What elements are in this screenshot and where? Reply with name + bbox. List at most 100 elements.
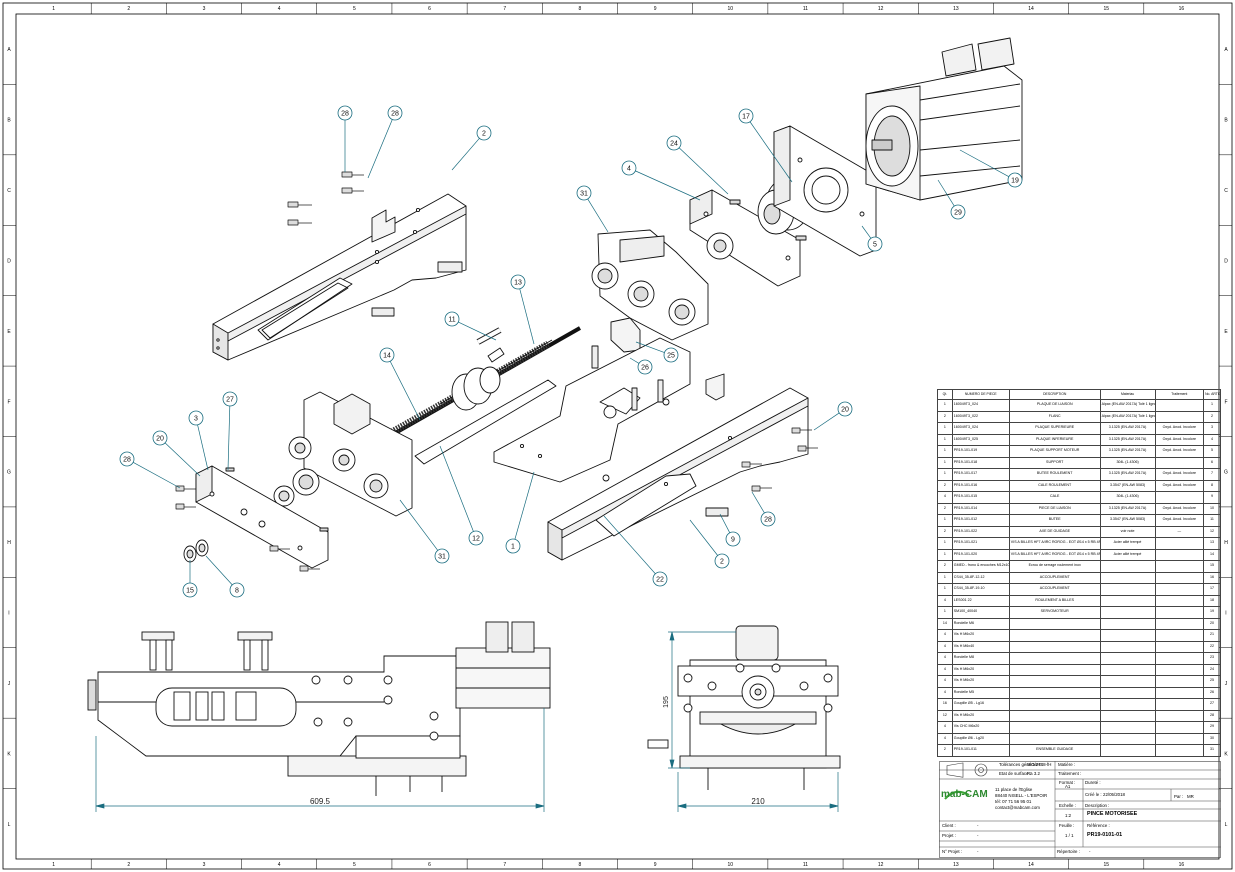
sheet-value: 1 / 1 — [1065, 833, 1074, 838]
zone-column-label: 2 — [127, 862, 130, 868]
row-article-number: 23 — [1203, 652, 1221, 665]
balloon-number: 29 — [954, 210, 962, 217]
row-description — [1008, 675, 1101, 688]
title-block-grid — [939, 761, 1221, 858]
zone-row-label: E — [1224, 329, 1228, 335]
zone-column-label: 3 — [203, 862, 206, 868]
tolerances-label: Tolérances générales : — [999, 762, 1044, 767]
row-material — [1099, 686, 1156, 699]
zone-column-label: 16 — [1179, 862, 1185, 868]
row-material: Acier allié trempé — [1099, 537, 1156, 550]
header-part-number: NUMERO DE PIECE — [951, 389, 1010, 400]
row-treatment — [1154, 686, 1205, 699]
row-description: PLAQUE SUPPORT MOTEUR — [1008, 445, 1101, 458]
row-description: AXE DE GUIDAGE — [1008, 525, 1101, 538]
zone-column-label: 12 — [878, 862, 884, 868]
row-article-number: 15 — [1203, 560, 1221, 573]
row-part-number: 160049T3_024 — [951, 422, 1010, 435]
hardness-label: Dureté : — [1085, 780, 1101, 785]
treatment-label: Traitement : — [1058, 771, 1082, 776]
row-article-number: 3 — [1203, 422, 1221, 435]
row-qty: 2 — [937, 502, 953, 515]
row-part-number: Vis H M6x20 — [951, 629, 1010, 642]
row-article-number: 18 — [1203, 594, 1221, 607]
row-treatment — [1154, 606, 1205, 619]
zone-column-label: 4 — [278, 6, 281, 12]
zone-column-label: 7 — [503, 862, 506, 868]
zone-column-label: 16 — [1179, 6, 1185, 12]
balloon-number: 28 — [391, 111, 399, 118]
client-value: - — [977, 823, 979, 828]
zone-row-label: H — [7, 540, 11, 546]
row-treatment — [1154, 399, 1205, 412]
row-qty: 12 — [937, 709, 953, 722]
zone-column-label: 15 — [1103, 6, 1109, 12]
balloon: 19 — [959, 149, 1023, 188]
project-number-value: - — [977, 849, 979, 854]
zone-row-label: D — [7, 258, 11, 264]
row-material — [1099, 560, 1156, 573]
row-treatment — [1154, 594, 1205, 607]
guide-assembly-upper — [591, 229, 709, 353]
balloon-number: 28 — [123, 457, 131, 464]
row-description — [1008, 640, 1101, 653]
row-qty: 4 — [937, 652, 953, 665]
screws-lower-right — [741, 427, 818, 492]
row-description: CALE ROULEMENT — [1008, 479, 1101, 492]
row-part-number: PR19-101-011 — [951, 744, 1010, 757]
row-material: 3.1325 (EN-AW 2017A) — [1099, 502, 1156, 515]
row-article-number: 29 — [1203, 721, 1221, 734]
zone-column-label: 5 — [353, 6, 356, 12]
row-description: ENSEMBLE GUIDAGE — [1008, 744, 1101, 757]
row-description: ACCOUPLEMENT — [1008, 583, 1101, 596]
row-description: BUTEE — [1008, 514, 1101, 527]
address-line-3: tél: 07 71 56 95 01 — [995, 799, 1032, 804]
sheet-label: Feuille : — [1059, 823, 1075, 828]
balloon-number: 2 — [720, 559, 724, 566]
zone-column-label: 15 — [1103, 862, 1109, 868]
balloon: 25 — [635, 341, 679, 363]
row-part-number: Vis H M6x40 — [951, 640, 1010, 653]
zone-row-label: K — [1224, 751, 1228, 757]
side-height-dimension: 195 — [663, 696, 670, 708]
balloon-number: 14 — [383, 353, 391, 360]
zone-row-label: C — [7, 188, 11, 194]
row-part-number: PR19-101-015 — [951, 491, 1010, 504]
scale-value: 1:2 — [1065, 813, 1072, 818]
row-material — [1099, 744, 1156, 757]
row-part-number: 160049T3_025 — [951, 433, 1010, 446]
zone-column-label: 7 — [503, 6, 506, 12]
address-line-1: 11 place de l'Eglise — [995, 787, 1033, 792]
row-description: BUTEE ROULEMENT — [1008, 468, 1101, 481]
row-part-number: 160049T3_024 — [951, 399, 1010, 412]
row-qty: 1 — [937, 571, 953, 584]
side-width-dimension: 210 — [751, 797, 765, 806]
row-part-number: SM100_40040 — [951, 606, 1010, 619]
zone-column-label: 10 — [728, 862, 734, 868]
zone-column-label: 10 — [728, 6, 734, 12]
side-dimension — [668, 631, 839, 812]
zone-row-label: F — [7, 399, 10, 405]
row-article-number: 16 — [1203, 571, 1221, 584]
row-treatment — [1154, 617, 1205, 630]
balloon: 17 — [738, 108, 793, 183]
row-material — [1099, 617, 1156, 630]
row-qty: 4 — [937, 721, 953, 734]
reference-value: PR19-0101-01 — [1087, 832, 1123, 838]
row-qty: 1 — [937, 445, 953, 458]
balloon-number: 24 — [670, 141, 678, 148]
row-description: VIS A BILLES HF7 A/IRC ROROG - EOT Ø14 x… — [1008, 537, 1101, 550]
row-treatment — [1154, 709, 1205, 722]
row-description: Ecrou de serrage roulement inox — [1008, 560, 1101, 573]
